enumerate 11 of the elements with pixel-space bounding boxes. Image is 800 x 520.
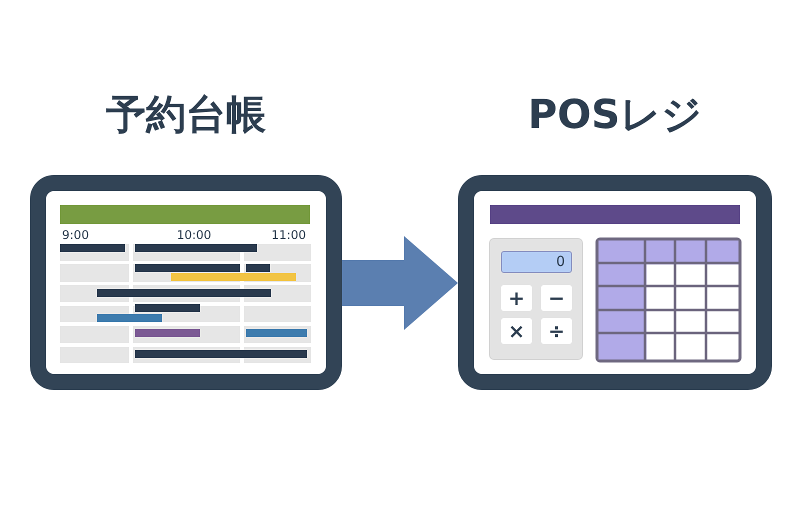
calculator-key: ×	[501, 318, 532, 344]
time-label: 10:00	[176, 228, 212, 242]
heading: POSレジ	[526, 91, 704, 140]
calculator-key: +	[501, 285, 532, 311]
time-label: 9:00	[62, 228, 89, 242]
calculator-key: ÷	[541, 318, 572, 344]
calculator-key: −	[541, 285, 572, 311]
time-label: 11:00	[271, 228, 306, 242]
calculator-display: 0	[501, 251, 572, 273]
heading: 予約台帳	[105, 91, 267, 140]
block-arrow	[342, 236, 458, 330]
